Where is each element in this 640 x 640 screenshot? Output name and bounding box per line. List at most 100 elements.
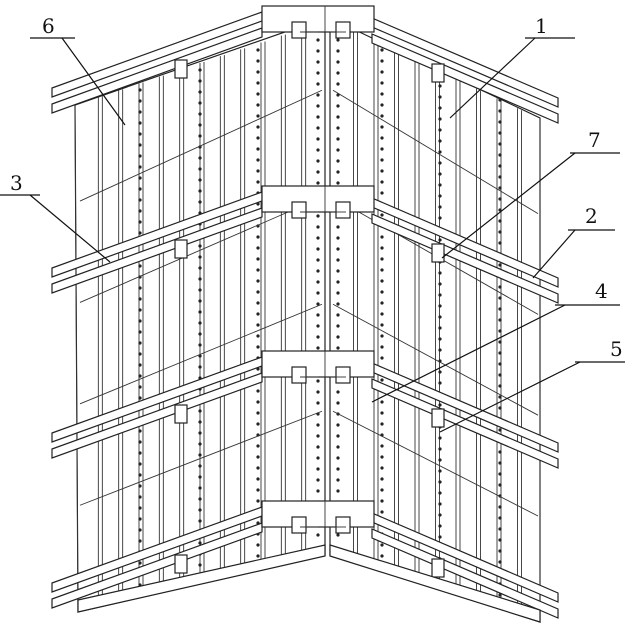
stiffener-hole: [438, 238, 442, 242]
corner-hole-right: [336, 170, 340, 174]
stiffener-hole: [256, 70, 260, 74]
stiffener-hole: [380, 213, 384, 217]
left-waler-tube: [51, 522, 263, 609]
stiffener-hole: [198, 475, 202, 479]
corner-hole-right: [336, 423, 340, 427]
stiffener-hole: [438, 348, 442, 352]
stiffener-hole: [256, 466, 260, 470]
stiffener-hole: [256, 389, 260, 393]
stiffener-hole: [138, 231, 142, 235]
stiffener-hole: [498, 197, 502, 201]
stiffener-hole: [380, 246, 384, 250]
stiffener-hole: [380, 114, 384, 118]
stiffener-hole: [498, 241, 502, 245]
stiffener-hole: [498, 351, 502, 355]
stiffener-hole: [380, 125, 384, 129]
stiffener-hole: [498, 318, 502, 322]
stiffener-hole: [380, 81, 384, 85]
corner-hole-left: [316, 236, 320, 240]
stiffener-hole: [498, 208, 502, 212]
stiffener-hole: [380, 499, 384, 503]
leader-6: [61, 37, 126, 126]
waler-clamp-left: [174, 239, 188, 259]
clamp-right: [335, 201, 351, 219]
corner-hole-right: [336, 269, 340, 273]
stiffener-hole: [380, 268, 384, 272]
right-waler-tube: [371, 213, 559, 304]
corner-hole-left: [316, 423, 320, 427]
callout-1: 1: [535, 14, 548, 38]
stiffener-hole: [198, 68, 202, 72]
stiffener-hole: [256, 554, 260, 558]
corner-hole-left: [316, 38, 320, 42]
corner-hole-left: [316, 489, 320, 493]
stiffener-hole: [138, 462, 142, 466]
corner-hole-left: [316, 126, 320, 130]
right-panel-band: [332, 410, 539, 517]
corner-hole-right: [336, 258, 340, 262]
stiffener-hole: [138, 506, 142, 510]
stiffener-hole: [380, 290, 384, 294]
stiffener-hole: [498, 219, 502, 223]
stiffener-hole: [138, 473, 142, 477]
corner-hole-left: [316, 467, 320, 471]
stiffener-hole: [256, 235, 260, 239]
stiffener-hole: [498, 263, 502, 267]
left-panel-band: [79, 89, 323, 202]
stiffener-hole: [198, 167, 202, 171]
stiffener-hole: [438, 535, 442, 539]
stiffener-hole: [498, 450, 502, 454]
corner-hole-right: [336, 335, 340, 339]
corner-hole-left: [316, 159, 320, 163]
stiffener-hole: [256, 169, 260, 173]
corner-hole-right: [336, 456, 340, 460]
corner-hole-right: [336, 346, 340, 350]
stiffener-hole: [138, 539, 142, 543]
stiffener-hole: [198, 156, 202, 160]
stiffener-hole: [198, 189, 202, 193]
stiffener-hole: [498, 549, 502, 553]
stiffener-hole: [498, 516, 502, 520]
clamp-left: [291, 21, 307, 39]
stiffener-hole: [498, 527, 502, 531]
stiffener-hole: [498, 131, 502, 135]
stiffener-hole: [438, 502, 442, 506]
stiffener-hole: [498, 340, 502, 344]
corner-hole-left: [316, 313, 320, 317]
stiffener-hole: [198, 112, 202, 116]
corner-hole-right: [336, 225, 340, 229]
stiffener-hole: [256, 268, 260, 272]
waler-clamp-right: [431, 243, 445, 263]
stiffener-hole: [438, 282, 442, 286]
stiffener-hole: [138, 308, 142, 312]
stiffener-hole: [256, 455, 260, 459]
stiffener-hole: [256, 257, 260, 261]
stiffener-hole: [256, 180, 260, 184]
stiffener-hole: [380, 235, 384, 239]
corner-hole-right: [336, 291, 340, 295]
right-base-rail: [329, 544, 541, 623]
stiffener-hole: [498, 142, 502, 146]
stiffener-hole: [380, 70, 384, 74]
corner-hole-right: [336, 60, 340, 64]
stiffener-hole: [138, 88, 142, 92]
waler-clamp-left: [174, 554, 188, 574]
stiffener-hole: [198, 343, 202, 347]
stiffener-hole: [438, 447, 442, 451]
stiffener-hole: [438, 106, 442, 110]
corner-hole-left: [316, 401, 320, 405]
stiffener-hole: [138, 330, 142, 334]
stiffener-hole: [438, 469, 442, 473]
corner-hole-left: [316, 225, 320, 229]
stiffener-hole: [256, 158, 260, 162]
stiffener-hole: [198, 442, 202, 446]
stiffener-hole: [138, 99, 142, 103]
callout-6: 6: [42, 14, 55, 38]
corner-hole-left: [316, 456, 320, 460]
stiffener-hole: [380, 345, 384, 349]
stiffener-hole: [256, 323, 260, 327]
left-waler-tube: [51, 27, 263, 114]
stiffener-hole: [498, 538, 502, 542]
corner-hole-left: [316, 533, 320, 537]
stiffener-hole: [380, 301, 384, 305]
